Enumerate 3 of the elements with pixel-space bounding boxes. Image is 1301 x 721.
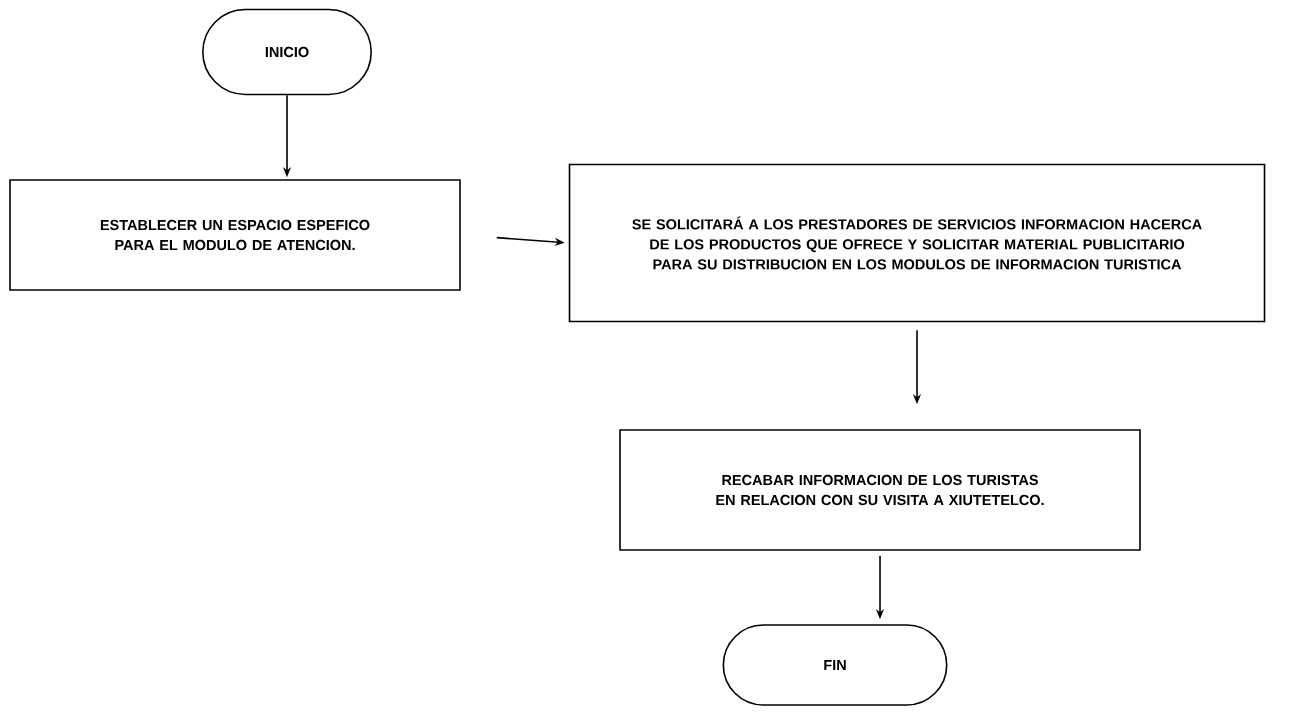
process-box: ESTABLECER UN ESPACIO ESPEFICO PARA EL MODULO DE ATENCION. xyxy=(9,179,461,291)
process-box: RECABAR INFORMACION DE LOS TURISTAS EN RELACION CON SU VISITA A XIUTETELCO. xyxy=(619,429,1141,551)
process-box: SE SOLICITARÁ A LOS PRESTADORES DE SERVICIOS INFORMACION HACERCA DE LOS PRODUCTOS QUE OFRECE Y SOLICITAR MATERIAL PUBLICITARIO PARA SU DISTRIBUCION EN LOS MODULOS DE INFORMACION TURISTICA xyxy=(568,163,1266,323)
